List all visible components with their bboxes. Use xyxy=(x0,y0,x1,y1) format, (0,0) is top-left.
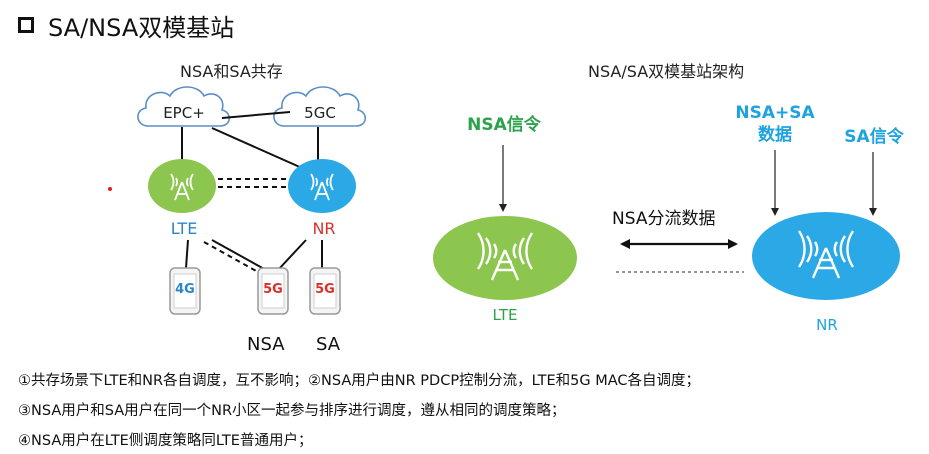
nr-node-left xyxy=(288,159,356,213)
tower-icon xyxy=(797,230,855,279)
nr-label-right: NR xyxy=(816,316,838,334)
phone-5g-nsa-icon xyxy=(257,267,289,315)
page-title: SA/NSA双模基站 xyxy=(48,13,235,42)
lte-label-right: LTE xyxy=(492,306,518,324)
phone-4g-icon xyxy=(169,267,201,315)
nsa-sa-data-label-line1: NSA+SA xyxy=(735,103,815,123)
5gc-cloud-icon xyxy=(273,86,367,127)
nr-label-left: NR xyxy=(312,219,336,238)
nsa-label: NSA xyxy=(247,334,285,355)
split-data-label: NSA分流数据 xyxy=(612,209,716,229)
left-subtitle: NSA和SA共存 xyxy=(180,62,283,81)
lte-label-left: LTE xyxy=(170,219,198,238)
note-3: ④NSA用户在LTE侧调度策略同LTE普通用户； xyxy=(18,433,313,449)
phone-5g-sa-icon xyxy=(309,267,341,315)
epc-cloud-icon xyxy=(137,86,231,127)
nsa-sa-data-label-line2: 数据 xyxy=(758,125,792,145)
square-bullet-icon xyxy=(18,17,34,33)
nr-node-right xyxy=(752,212,900,300)
note-1: ①共存场景下LTE和NR各自调度，互不影响；②NSA用户由NR PDCP控制分流… xyxy=(18,373,701,389)
nsa-signaling-label: NSA信令 xyxy=(467,115,541,135)
page-title-row: SA/NSA双模基站 xyxy=(18,8,234,42)
phone-4g-label: 4G xyxy=(175,282,195,297)
note-2: ③NSA用户和SA用户在同一个NR小区一起参与排序进行调度，遵从相同的调度策略； xyxy=(18,403,566,419)
red-dot-marker xyxy=(108,187,112,191)
5gc-label: 5GC xyxy=(304,104,336,122)
lte-node-left xyxy=(148,159,216,213)
sa-label: SA xyxy=(316,334,341,355)
sa-signaling-label: SA信令 xyxy=(844,127,904,147)
tower-icon xyxy=(476,232,534,281)
lte-node-right xyxy=(433,216,577,300)
epc-label: EPC+ xyxy=(163,104,205,122)
phone-5g-nsa-label: 5G xyxy=(263,282,283,297)
access-links xyxy=(185,239,323,271)
right-subtitle: NSA/SA双模基站架构 xyxy=(588,62,745,81)
x2-link xyxy=(218,178,292,188)
phone-5g-sa-label: 5G xyxy=(315,282,335,297)
core-links xyxy=(181,111,319,169)
tower-icon xyxy=(170,173,194,201)
tower-icon xyxy=(310,173,334,201)
signal-arrows xyxy=(499,145,877,216)
nsa-dashed-link xyxy=(203,241,259,273)
